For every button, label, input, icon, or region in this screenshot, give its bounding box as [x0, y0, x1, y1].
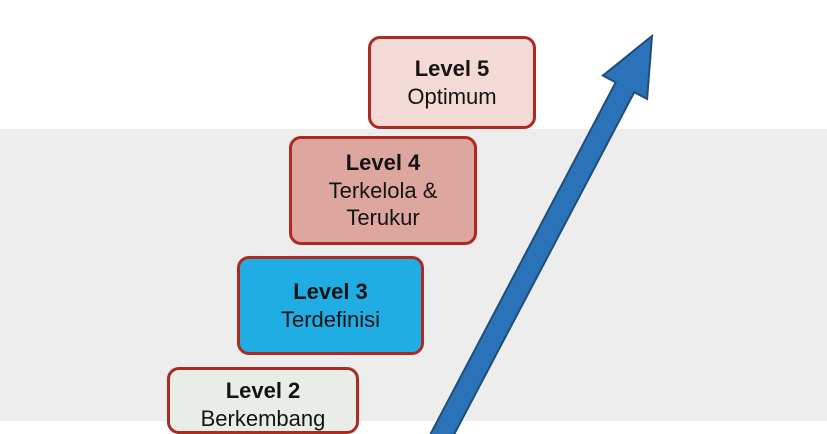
level-5-box: Level 5 Optimum [368, 36, 536, 129]
level-5-subtitle: Optimum [407, 83, 497, 109]
level-4-box: Level 4 Terkelola & Terukur [289, 136, 477, 245]
level-2-title: Level 2 [225, 378, 301, 403]
level-4-title: Level 4 [345, 150, 421, 176]
growth-arrow-shape [429, 33, 654, 434]
level-5-title: Level 5 [414, 56, 490, 81]
level-2-subtitle: Berkembang [200, 405, 326, 431]
level-3-box: Level 3 Terdefinisi [237, 256, 424, 355]
level-3-subtitle: Terdefinisi [280, 306, 381, 332]
level-3-title: Level 3 [293, 279, 368, 304]
level-4-subtitle: Terkelola & Terukur [328, 177, 438, 231]
level-2-box: Level 2 Berkembang [167, 367, 359, 434]
